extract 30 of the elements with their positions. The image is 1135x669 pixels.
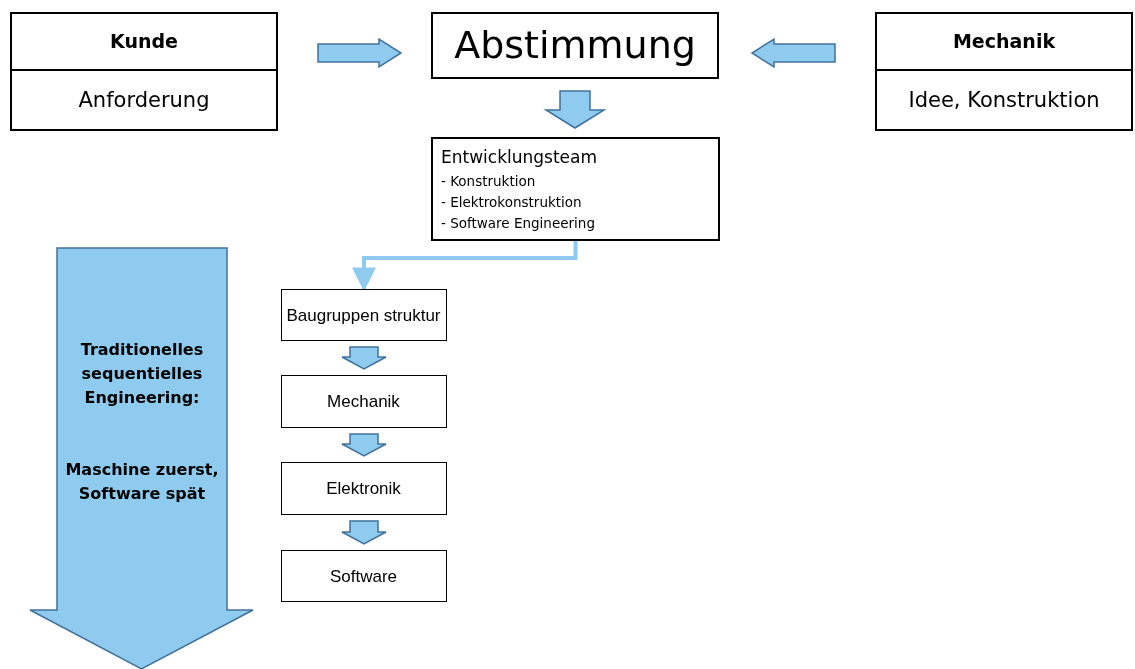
box-text: Elektronik — [325, 478, 402, 500]
block-arrow — [341, 433, 387, 457]
box-text: Baugruppen struktur — [286, 304, 441, 327]
list-item: - Elektrokonstruktion — [441, 194, 582, 210]
list-item: - Konstruktion — [441, 173, 536, 189]
box-heading: Kunde — [12, 14, 276, 71]
process-box — [281, 550, 447, 602]
block-arrow — [341, 346, 387, 370]
block-arrow — [30, 248, 253, 669]
process-box — [431, 12, 719, 79]
list-item: - Software Engineering — [441, 215, 595, 231]
block-arrow — [543, 90, 607, 129]
box-title: Abstimmung — [453, 22, 697, 69]
block-arrow — [341, 520, 387, 545]
process-box — [281, 375, 447, 428]
process-box — [281, 462, 447, 515]
block-arrow — [317, 37, 403, 69]
box-text: Mechanik — [326, 391, 401, 413]
box-heading: Mechanik — [877, 14, 1131, 71]
box-text: Software — [328, 565, 399, 588]
box-text: Anforderung — [77, 87, 211, 114]
process-box — [875, 12, 1133, 131]
arrow-text: Traditionelles sequentielles Engineering: — [79, 339, 205, 409]
process-box — [431, 137, 720, 241]
block-arrow — [750, 37, 836, 69]
process-box — [281, 289, 447, 341]
process-box — [10, 12, 278, 131]
box-heading: Entwicklungsteam — [441, 147, 598, 167]
arrow-text: Maschine zuerst, Software spät — [64, 459, 220, 505]
box-text: Idee, Konstruktion — [907, 87, 1101, 114]
